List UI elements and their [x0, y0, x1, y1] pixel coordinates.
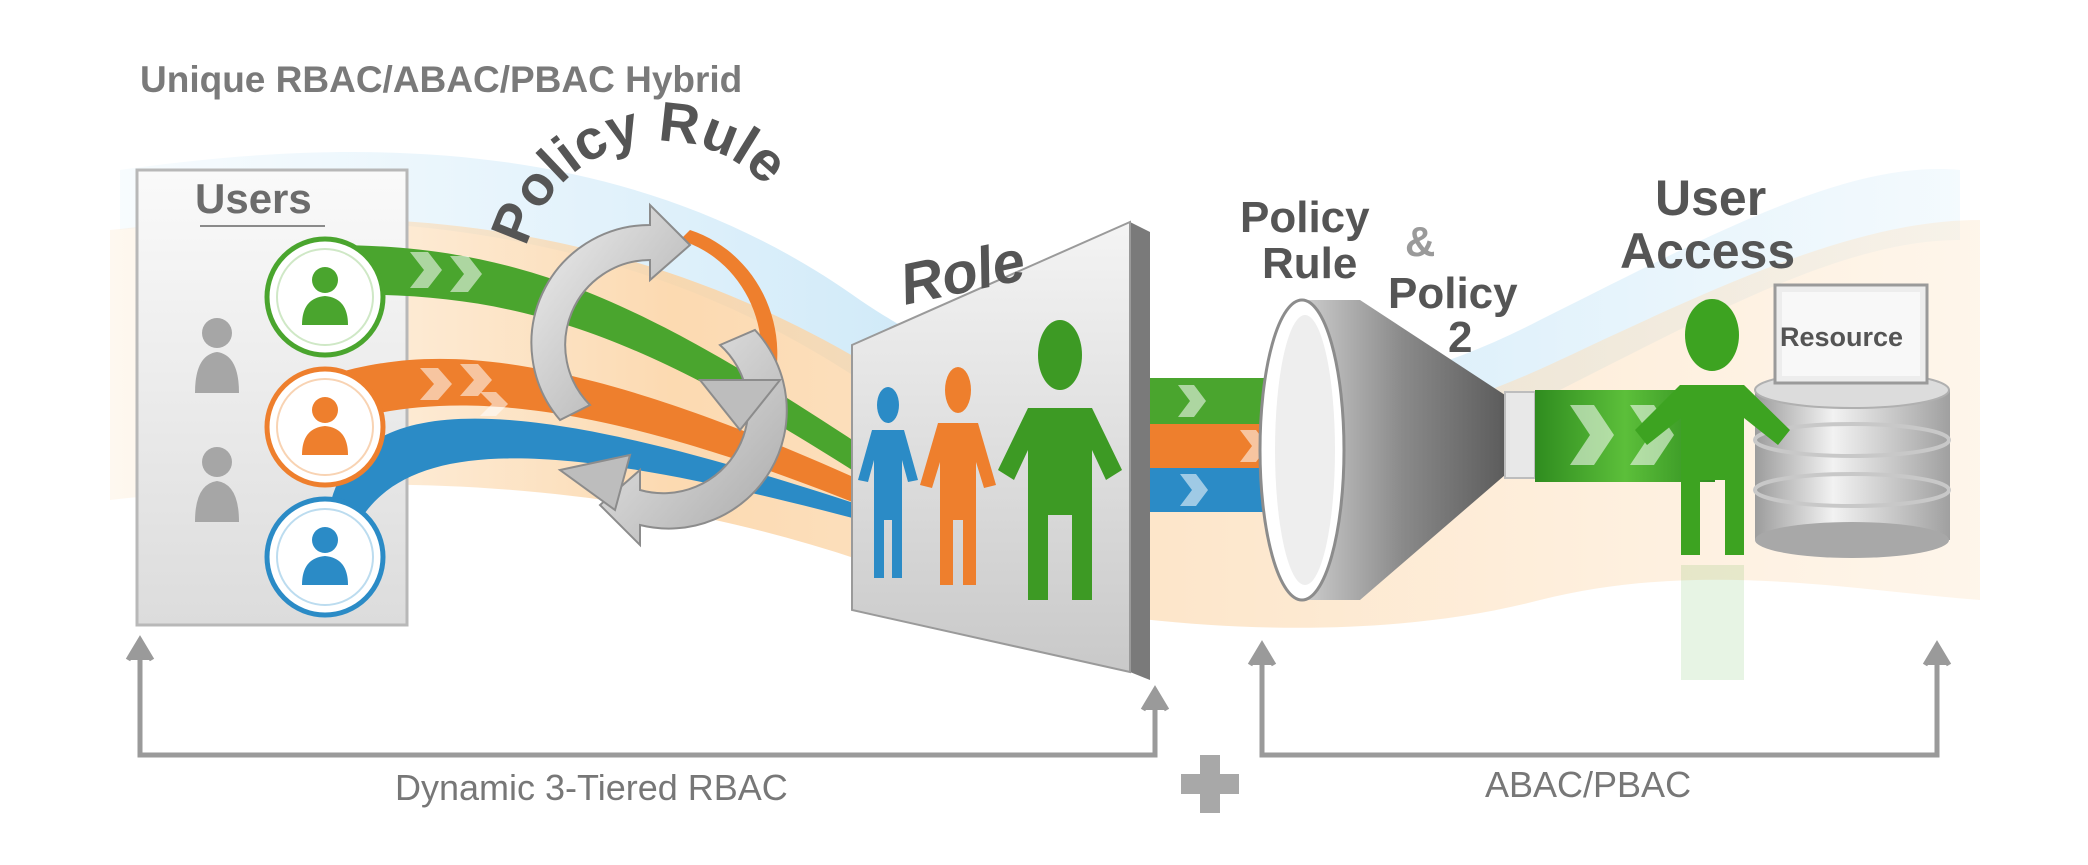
cycle-arrowhead-right: [697, 379, 783, 432]
cycle-arrow-upper: [530, 202, 692, 422]
rbac-bracket: [125, 635, 1170, 758]
chevron-icon: [1178, 385, 1206, 417]
green-stream: [330, 245, 860, 475]
access-user-reflection: [1681, 565, 1744, 680]
funnel-body: [1300, 300, 1505, 600]
funnel-mouth-inner: [1275, 315, 1335, 585]
chevron-icon: [420, 368, 452, 400]
chevron-icon: [1180, 474, 1208, 506]
chevron-icon: [480, 392, 508, 416]
blue-stream: [330, 418, 860, 555]
rbac-bracket-label: Dynamic 3-Tiered RBAC: [395, 767, 788, 808]
person-blue-icon: [858, 387, 918, 578]
policy-rule-cycle-icon: [530, 202, 788, 548]
chevron-icon: [410, 252, 442, 288]
chevron-icon: [450, 256, 482, 292]
policy-labels: Policy Rule & Policy 2: [1240, 193, 1518, 362]
abac-bracket-label: ABAC/PBAC: [1485, 764, 1691, 805]
rule-label: Rule: [1262, 239, 1357, 288]
policy-label-1: Policy: [1240, 193, 1370, 242]
user-green-icon: [264, 236, 386, 358]
ampersand-label: &: [1405, 218, 1435, 265]
policy-label-2: Policy: [1388, 269, 1518, 318]
users-label: Users: [195, 175, 312, 222]
resource-monitor: Resource: [1773, 283, 1929, 385]
plus-icon: [1181, 755, 1239, 813]
resource-database-icon: [1753, 371, 1951, 558]
cycle-orange-accent: [680, 230, 778, 420]
user-label: User: [1655, 170, 1766, 226]
funnel-spout: [1504, 391, 1536, 479]
user-placeholder-icon: [195, 318, 239, 393]
user-blue-icon: [264, 496, 386, 618]
role-board-side: [1130, 222, 1150, 680]
user-flow-streams: [330, 245, 860, 555]
access-label: Access: [1620, 223, 1795, 279]
cycle-arrowhead-left: [557, 453, 632, 512]
person-orange-icon: [920, 367, 996, 585]
chevron-icon: [1570, 405, 1614, 465]
policy-filter-funnel: [1258, 298, 1536, 602]
user-orange-icon: [264, 366, 386, 488]
abac-bracket: [1247, 640, 1952, 758]
chevron-icon: [460, 364, 492, 396]
user-access-labels: User Access: [1620, 170, 1795, 279]
user-placeholder-icon: [195, 447, 239, 522]
resource-label: Resource: [1780, 322, 1903, 352]
access-user-icon: [1635, 299, 1790, 555]
person-green-icon: [998, 320, 1122, 600]
role-board: Role: [851, 220, 1150, 680]
policy-number-label: 2: [1448, 313, 1472, 362]
diagram-title: Unique RBAC/ABAC/PBAC Hybrid: [140, 59, 742, 100]
